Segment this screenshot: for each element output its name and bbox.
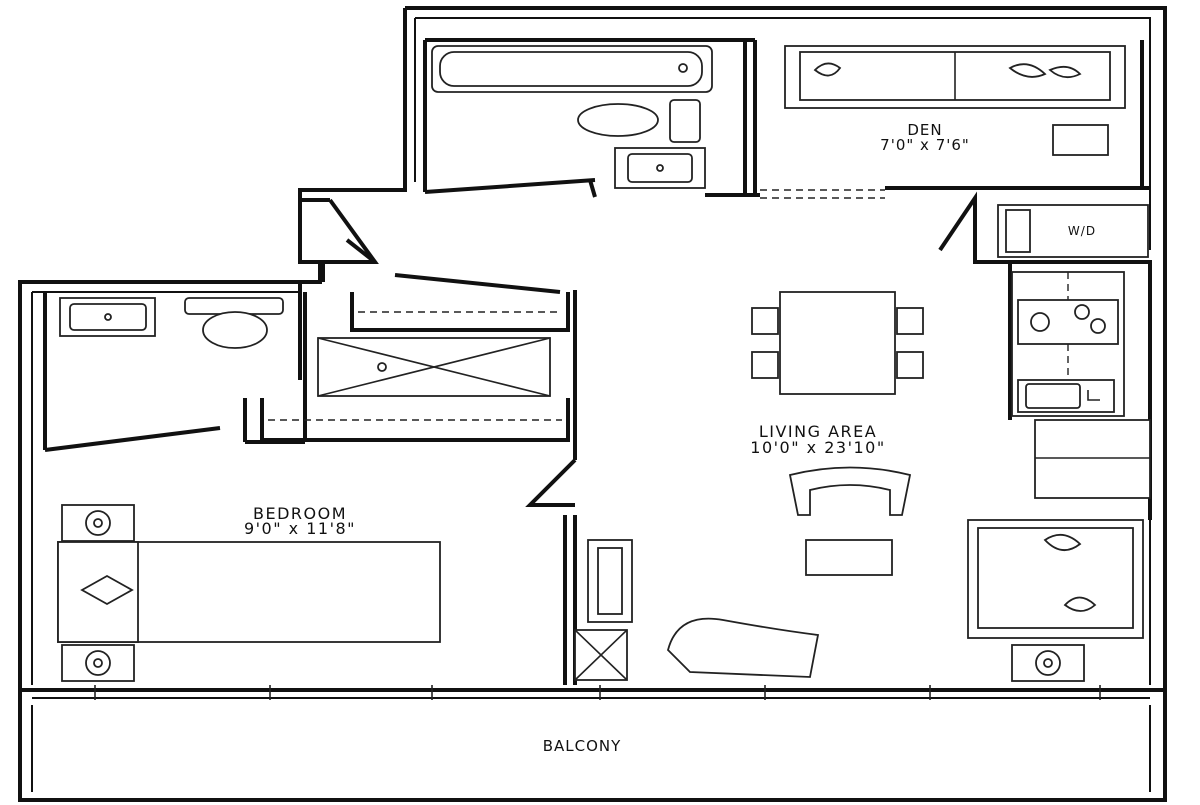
den-dimensions: 7'0" x 7'6" <box>880 136 970 154</box>
window-wall <box>20 685 1165 700</box>
bedroom-name: BEDROOM <box>253 504 347 523</box>
bed <box>57 541 441 643</box>
vanity-upper <box>614 147 706 189</box>
shower <box>317 337 551 397</box>
dining-table <box>751 291 924 395</box>
toilet-lower <box>184 297 284 349</box>
bedroom-dimensions: 9'0" x 11'8" <box>244 519 356 538</box>
living-sofa <box>967 519 1144 639</box>
kitchen-sink <box>1017 379 1115 413</box>
living-dimensions: 10'0" x 23'10" <box>750 438 885 457</box>
den-name: DEN <box>907 121 942 139</box>
lounge-chair <box>666 617 820 678</box>
balcony-outline <box>18 690 1167 802</box>
vanity-lower <box>59 297 156 337</box>
fridge <box>1034 419 1151 499</box>
laundry-label: W/D <box>1068 224 1096 238</box>
bathtub <box>431 45 713 93</box>
toilet-upper <box>577 99 701 143</box>
exterior-walls <box>18 6 1167 690</box>
den-side-table <box>1052 124 1109 156</box>
nightstand-top <box>61 504 135 542</box>
washer-dryer <box>997 204 1149 258</box>
nightstand-bottom <box>61 644 135 682</box>
coffee-table <box>805 539 893 576</box>
living-name: LIVING AREA <box>759 422 877 441</box>
stove <box>1017 299 1119 345</box>
interior-walls <box>43 38 1152 685</box>
lamp-table-right <box>1011 644 1085 682</box>
storage-box <box>574 629 628 681</box>
balcony-name: BALCONY <box>543 737 622 755</box>
den-sofa <box>784 45 1126 109</box>
media-unit <box>587 539 633 623</box>
armchair <box>788 466 912 516</box>
